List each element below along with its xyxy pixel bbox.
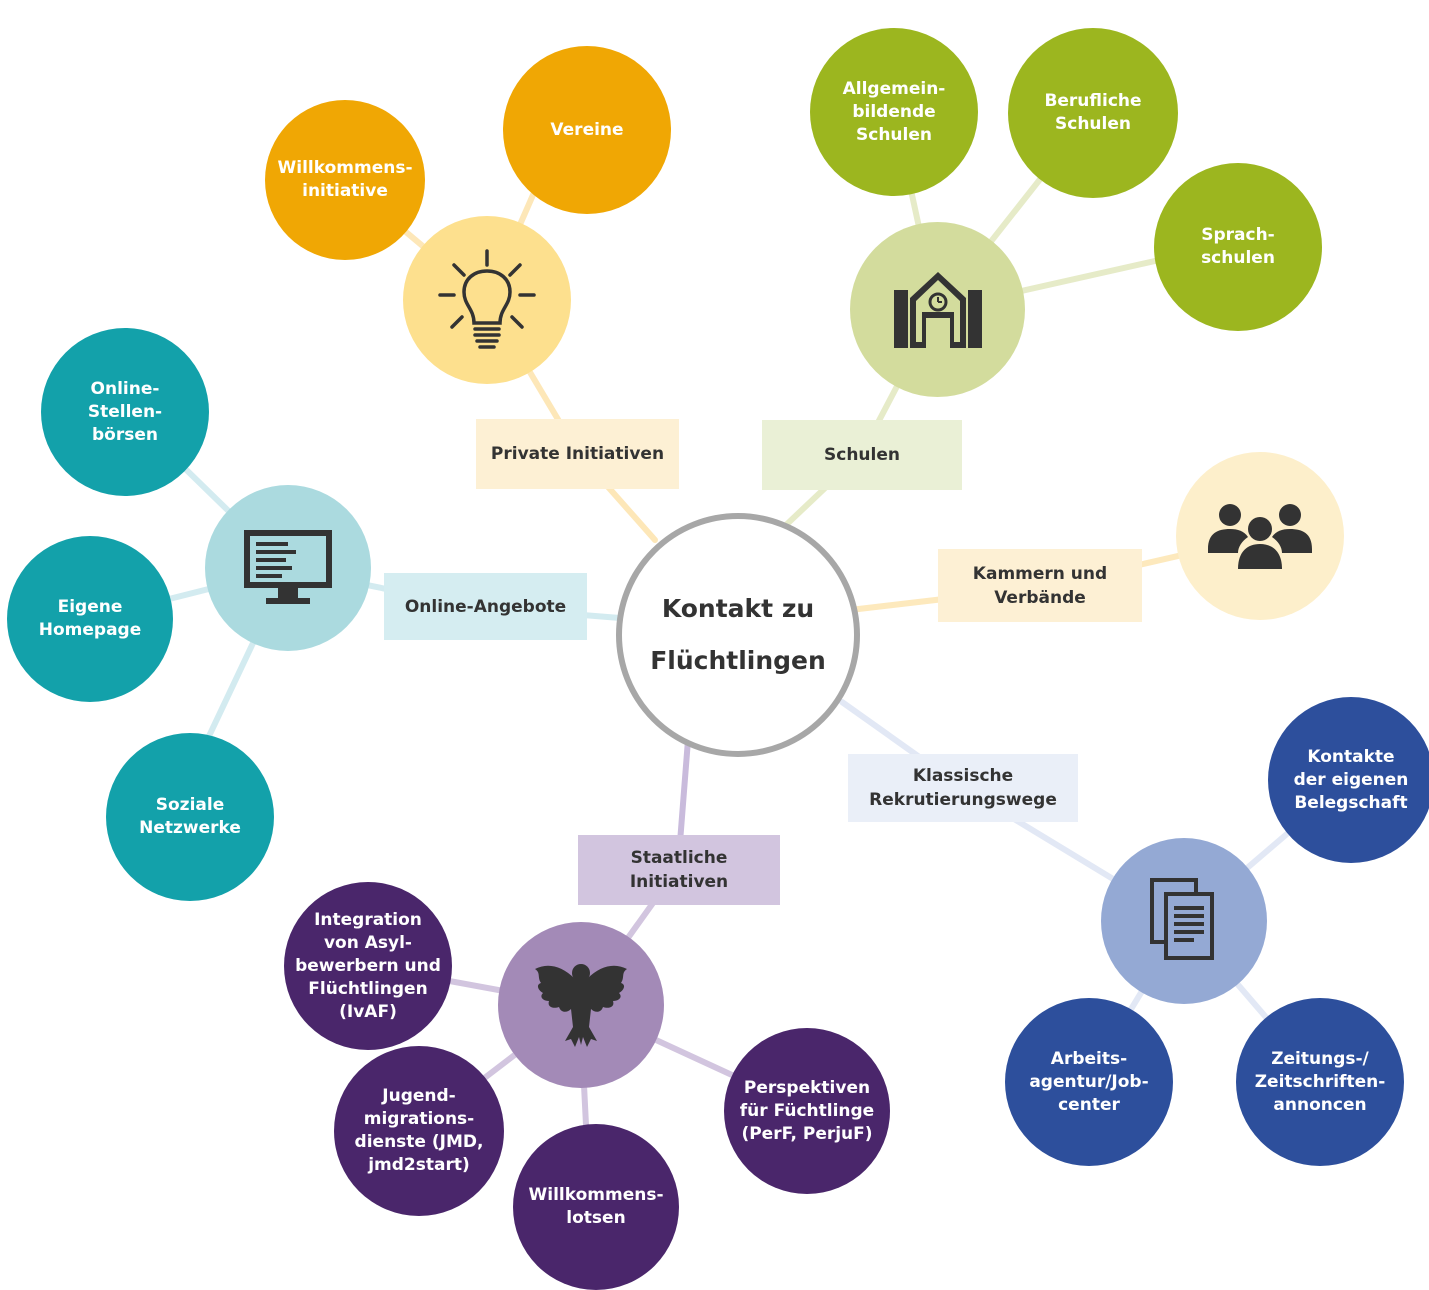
leaf-perf-perjuf: Perspektiven für Füchtlinge (PerF, Perju… — [724, 1028, 890, 1194]
label-staatliche-initiativen: Staatliche Initiativen — [578, 835, 780, 905]
leaf-jugendmigrationsdienste: Jugend- migrations- dienste (JMD, jmd2st… — [334, 1046, 504, 1216]
leaf-zeitungsannoncen: Zeitungs-/ Zeitschriften- annoncen — [1236, 998, 1404, 1166]
leaf-ivaf: Integration von Asyl- bewerbern und Flüc… — [284, 882, 452, 1050]
lightbulb-icon — [438, 249, 536, 349]
leaf-willkommensinitiative: Willkommens- initiative — [265, 100, 425, 260]
monitor-icon — [244, 530, 332, 604]
hub-online-angebote — [205, 485, 371, 651]
federal-eagle-icon — [535, 964, 627, 1047]
hub-staatliche-initiativen — [498, 922, 664, 1088]
leaf-sprachschulen: Sprach- schulen — [1154, 163, 1322, 331]
hub-kammern-und-verbaende — [1176, 452, 1344, 620]
leaf-willkommenslotsen: Willkommens- lotsen — [513, 1124, 679, 1290]
label-kammern-und-verbaende: Kammern und Verbände — [938, 549, 1142, 622]
label-klassische-rekrutierungswege: Klassische Rekrutierungswege — [848, 754, 1078, 822]
center-circle: Kontakt zu Flüchtlingen — [616, 513, 860, 757]
leaf-berufliche-schulen: Berufliche Schulen — [1008, 28, 1178, 198]
hub-schulen — [850, 222, 1025, 397]
leaf-arbeitsagentur-jobcenter: Arbeits- agentur/Job- center — [1005, 998, 1173, 1166]
leaf-allgemeinbildende-schulen: Allgemein- bildende Schulen — [810, 28, 978, 196]
documents-icon — [1150, 878, 1214, 960]
leaf-eigene-homepage: Eigene Homepage — [7, 536, 173, 702]
label-online-angebote: Online-Angebote — [384, 573, 587, 640]
label-private-initiativen: Private Initiativen — [476, 419, 679, 489]
leaf-vereine: Vereine — [503, 46, 671, 214]
leaf-online-stellenboersen: Online- Stellen- börsen — [41, 328, 209, 496]
leaf-kontakte-belegschaft: Kontakte der eigenen Belegschaft — [1268, 697, 1429, 863]
hub-private-initiativen — [403, 216, 571, 384]
leaf-soziale-netzwerke: Soziale Netzwerke — [106, 733, 274, 901]
school-building-icon — [893, 271, 982, 348]
people-group-icon — [1208, 504, 1312, 569]
hub-klassische-rekrutierungswege — [1101, 838, 1267, 1004]
label-schulen: Schulen — [762, 420, 962, 490]
